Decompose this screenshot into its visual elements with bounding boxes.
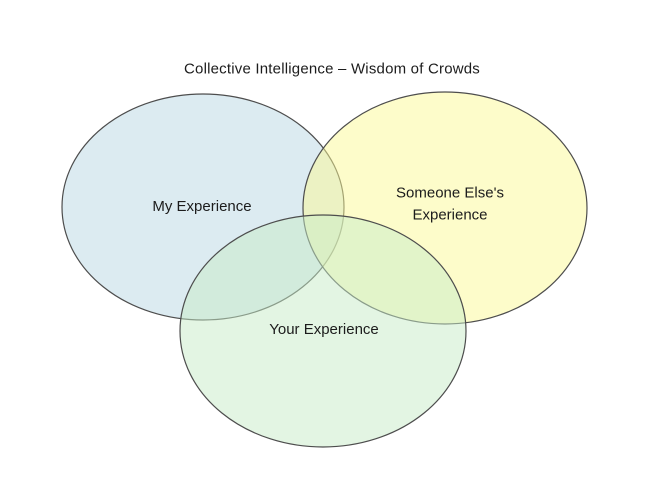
label-someone-elses-experience: Someone Else's Experience: [396, 184, 504, 223]
ellipse-your-experience: [179, 214, 467, 448]
diagram-title: Collective Intelligence – Wisdom of Crow…: [183, 60, 481, 78]
label-my-experience: My Experience: [152, 198, 252, 216]
label-your-experience: Your Experience: [269, 321, 379, 339]
